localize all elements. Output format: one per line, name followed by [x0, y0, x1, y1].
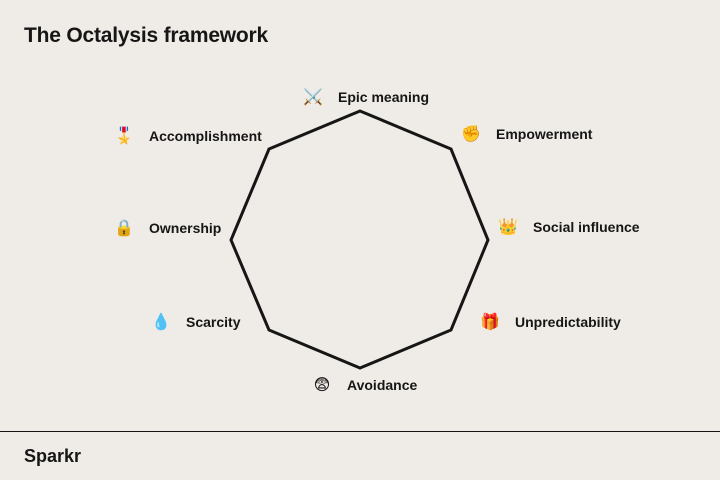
- node-epic-meaning: ⚔️ Epic meaning: [302, 87, 430, 106]
- node-avoidance: 😨 Avoidance: [311, 375, 418, 394]
- crown-icon: 👑: [498, 217, 518, 236]
- node-label: Accomplishment: [149, 128, 262, 144]
- crossed-swords-icon: ⚔️: [303, 87, 323, 106]
- node-social-influence: 👑 Social influence: [497, 217, 640, 236]
- node-label: Epic meaning: [338, 89, 430, 105]
- node-accomplishment: 🎖️ Accomplishment: [113, 126, 262, 145]
- node-label: Ownership: [149, 220, 222, 236]
- fearful-face-icon: 😨: [313, 375, 331, 394]
- footer-divider: [0, 431, 720, 432]
- brand-logo-text: Sparkr: [24, 446, 82, 466]
- node-empowerment: ✊ Empowerment: [460, 124, 593, 143]
- lock-icon: 🔒: [114, 218, 134, 237]
- raised-fist-icon: ✊: [461, 124, 481, 143]
- node-label: Unpredictability: [515, 314, 621, 330]
- medal-icon: 🎖️: [114, 126, 134, 145]
- node-label: Avoidance: [347, 377, 418, 393]
- page-title: The Octalysis framework: [24, 24, 269, 47]
- node-label: Empowerment: [496, 126, 593, 142]
- node-scarcity: 💧 Scarcity: [150, 312, 241, 331]
- node-label: Social influence: [533, 219, 640, 235]
- node-ownership: 🔒 Ownership: [113, 218, 222, 237]
- node-unpredictability: 🎁 Unpredictability: [479, 312, 621, 331]
- octagon-shape: [229, 109, 490, 370]
- droplet-icon: 💧: [151, 312, 171, 331]
- node-label: Scarcity: [186, 314, 241, 330]
- gift-icon: 🎁: [480, 312, 500, 331]
